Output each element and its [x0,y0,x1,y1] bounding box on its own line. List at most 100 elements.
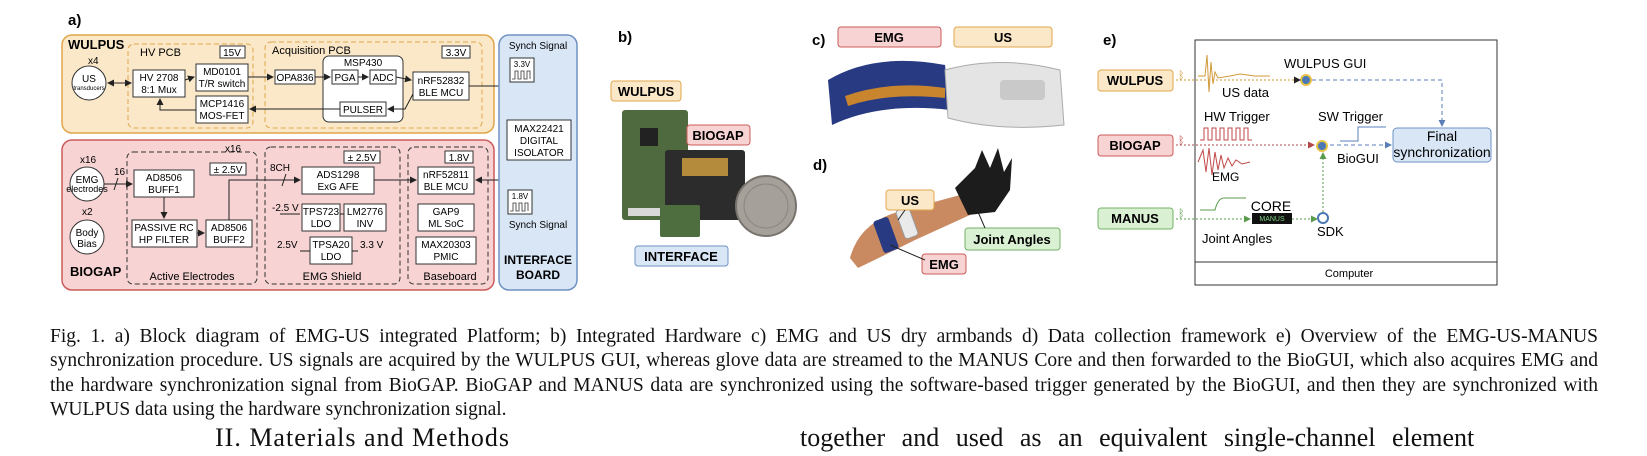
interface-board-region [498,34,578,291]
base-volt-box [444,150,474,164]
biogap-fpc [682,158,728,176]
panel-label-e: e) [1103,32,1116,49]
emg-shield-group [264,146,401,285]
md0101-block [195,63,249,92]
final-l2: synchronization [1393,144,1490,160]
panel-d-emg: EMG [929,257,959,272]
emg-mult: x16 [80,155,97,166]
base-volt: 1.8V [449,153,470,164]
wulpus-chip [640,128,658,146]
panel-d-joint-tag [964,227,1061,251]
plus-2-5v: 2.5V [277,240,298,251]
hv2708-l2: 8:1 Mux [141,85,177,96]
panel-label-a: a) [68,12,81,29]
mcp1416-l2: MOS-FET [200,111,245,122]
hw-trigger-label: HW Trigger [1204,109,1270,124]
ad8506-1-l2: BUFF1 [148,185,180,196]
nrf52832-block [412,71,470,101]
volt-bottom: 1.8V [512,192,529,201]
nrf52811-l2: BLE MCU [424,182,468,193]
bluetooth-icon-wulpus: ᛒ [1178,70,1185,82]
panel-b-biogap-tag [686,124,751,146]
us-mult: x4 [88,56,99,67]
hv-pcb-label: HV PCB [140,47,181,59]
panel-b-wulpus-tag [610,80,682,102]
panel-label-d: d) [813,157,827,174]
tpsa20-l2: LDO [321,252,342,263]
panel-label-c: c) [812,32,825,49]
body-l2: Bias [77,239,96,250]
biogui-python-icon [1316,140,1328,152]
bus-16: 16 [114,167,126,178]
synch-signal-bottom: Synch Signal [509,220,567,231]
ad8506-1-l1: AD8506 [146,173,183,184]
sw-trigger-step [1340,126,1386,142]
active-electrodes-group [126,151,258,285]
e-manus: MANUS [1111,211,1159,226]
panel-d: d) US Joint Angles EMG [813,148,1061,275]
ad8506-2-l1: AD8506 [211,223,248,234]
emg-shield-label: EMG Shield [303,271,362,283]
figure-caption: Fig. 1. a) Block diagram of EMG-US integ… [50,325,1598,421]
acq-volt: 3.3V [446,48,467,59]
biogui-label: BioGUI [1337,151,1379,166]
ad8506-2-l2: BUFF2 [213,235,245,246]
ae-mult: x16 [225,144,242,155]
us-data-label: US data [1222,85,1270,100]
computer-label: Computer [1325,268,1374,280]
wulpus-gui-label: WULPUS GUI [1284,56,1366,71]
panel-c-emg: EMG [874,30,904,45]
hv2708-block [132,69,186,98]
panel-c-us: US [994,30,1012,45]
panel-c-us-tag [953,26,1053,48]
body-l1: Body [76,228,99,239]
panel-d-joint: Joint Angles [973,232,1051,247]
synch-signal-top: Synch Signal [509,41,567,52]
us-sub: transducers [73,86,104,92]
panel-b-wulpus: WULPUS [618,84,675,99]
lm2776-l1: LM2776 [347,207,384,218]
hv-volt-box [219,45,246,59]
passive-l2: HP FILTER [139,235,189,246]
panel-c: c) EMG US [812,26,1065,128]
adc: ADC [372,73,393,84]
emg-sub: electrodes [66,184,108,194]
joint-angles-label-e: Joint Angles [1202,231,1273,246]
bluetooth-icon-biogap: ᛒ [1178,135,1185,147]
us-armband-strap [1000,80,1045,100]
emg-waveform [1197,147,1251,176]
panel-e-flows [1176,76,1446,223]
bluetooth-icon-manus: ᛒ [1178,208,1185,220]
ads1298-block [301,166,375,195]
mcp1416-l1: MCP1416 [200,99,245,110]
wulpus-connector [628,208,668,216]
panel-b-interface-tag [634,245,729,267]
gap9-l2: ML SoC [428,219,464,230]
final-sync-box [1392,127,1492,163]
tps723-block [301,203,341,232]
hv2708-l1: HV 2708 [140,73,179,84]
pulser: PULSER [343,105,383,116]
nrf52811-l1: nRF52811 [423,170,469,181]
max22421-block [506,119,572,161]
emg-armband-flex [845,85,945,106]
ad8506-buff2-block [205,219,253,248]
e-wulpus: WULPUS [1107,73,1164,88]
tpsa20-block [309,236,353,265]
shield-volt: ± 2.5V [348,153,377,164]
emg-label-e: EMG [1212,170,1239,184]
panel-a: a) WULPUS x4 US transducers HV PCB 15V H… [61,12,578,291]
md0101-l2: T/R switch [199,79,246,90]
minus-2-5v: -2.5 V [272,203,299,214]
biogap-title: BIOGAP [70,264,122,279]
core-label: CORE [1251,198,1291,214]
hv-volt: 15V [223,48,241,59]
pga: PGA [334,73,355,84]
interface-board-l1: INTERFACE [504,253,572,267]
md0101-l1: MD0101 [203,67,241,78]
core-chip-label: MANUS [1259,216,1285,223]
volt-top: 3.3V [514,60,531,69]
interface-board-photo [660,205,700,237]
pulse-top-icon [512,70,531,80]
shield-volt-box [343,150,381,164]
